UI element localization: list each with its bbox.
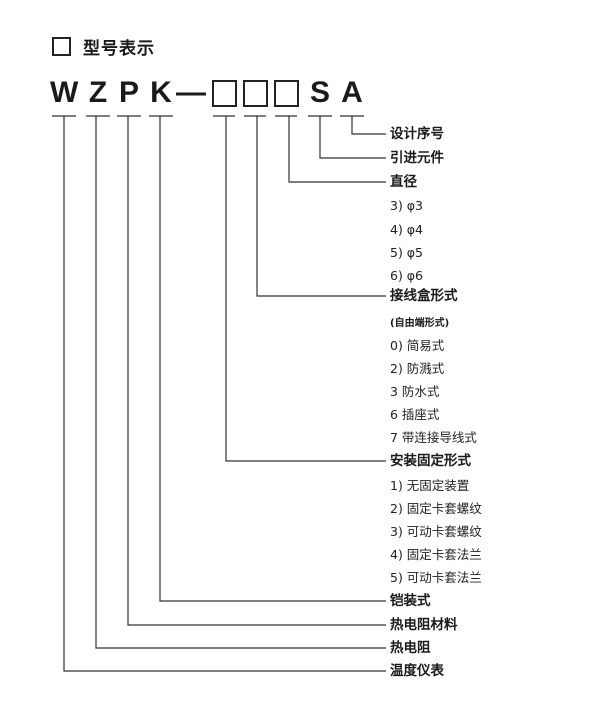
label-dia-6: 6) φ6 bbox=[390, 268, 424, 283]
label-armored: 铠装式 bbox=[390, 593, 431, 609]
code-box-junction bbox=[243, 80, 268, 107]
code-letter-k: K bbox=[150, 76, 172, 109]
label-dia-5: 5) φ5 bbox=[390, 245, 424, 260]
heading-title: 型号表示 bbox=[83, 39, 155, 59]
label-mt-3: 3) 可动卡套螺纹 bbox=[390, 524, 482, 539]
leader-a bbox=[351, 116, 386, 135]
code-letter-s: S bbox=[309, 76, 330, 109]
leader-junction bbox=[256, 116, 386, 297]
code-letter-z: Z bbox=[88, 76, 108, 109]
label-jb-6: 6 插座式 bbox=[390, 407, 440, 422]
leader-s bbox=[319, 116, 386, 159]
leader-z bbox=[95, 116, 386, 649]
label-diameter: 直径 bbox=[390, 174, 417, 190]
label-jb-0: 0) 简易式 bbox=[390, 338, 445, 353]
label-jb-2: 2) 防溅式 bbox=[390, 361, 445, 376]
code-letter-p: P bbox=[118, 76, 139, 109]
label-junction-box: 接线盒形式 bbox=[390, 288, 458, 304]
leader-diameter bbox=[288, 116, 386, 183]
label-dia-4: 4) φ4 bbox=[390, 222, 424, 237]
leader-k bbox=[159, 116, 386, 602]
label-rtd-material: 热电阻材料 bbox=[390, 617, 458, 633]
label-jb-7: 7 带连接导线式 bbox=[390, 430, 477, 445]
code-box-mounting bbox=[212, 80, 237, 107]
label-design-seq: 设计序号 bbox=[390, 126, 444, 142]
label-mt-5: 5) 可动卡套法兰 bbox=[390, 570, 482, 585]
code-box-diameter bbox=[274, 80, 299, 107]
code-letter-a: A bbox=[341, 76, 363, 109]
label-mt-2: 2) 固定卡套螺纹 bbox=[390, 501, 482, 516]
label-lead-element: 引进元件 bbox=[390, 150, 444, 166]
heading-box-icon bbox=[52, 37, 71, 56]
label-rtd: 热电阻 bbox=[390, 640, 431, 656]
leader-mounting bbox=[225, 116, 386, 462]
label-free-end-note: (自由端形式) bbox=[390, 318, 450, 329]
label-mt-4: 4) 固定卡套法兰 bbox=[390, 547, 482, 562]
leader-p bbox=[127, 116, 386, 626]
code-dash: — bbox=[176, 76, 206, 109]
section-heading: 型号表示 bbox=[52, 34, 155, 59]
leader-w bbox=[63, 116, 386, 672]
label-mounting: 安装固定形式 bbox=[390, 453, 471, 469]
label-mt-1: 1) 无固定装置 bbox=[390, 478, 470, 493]
code-letter-w: W bbox=[50, 76, 79, 109]
label-jb-3: 3 防水式 bbox=[390, 384, 440, 399]
label-dia-3: 3) φ3 bbox=[390, 198, 424, 213]
label-temp-instrument: 温度仪表 bbox=[390, 663, 444, 679]
